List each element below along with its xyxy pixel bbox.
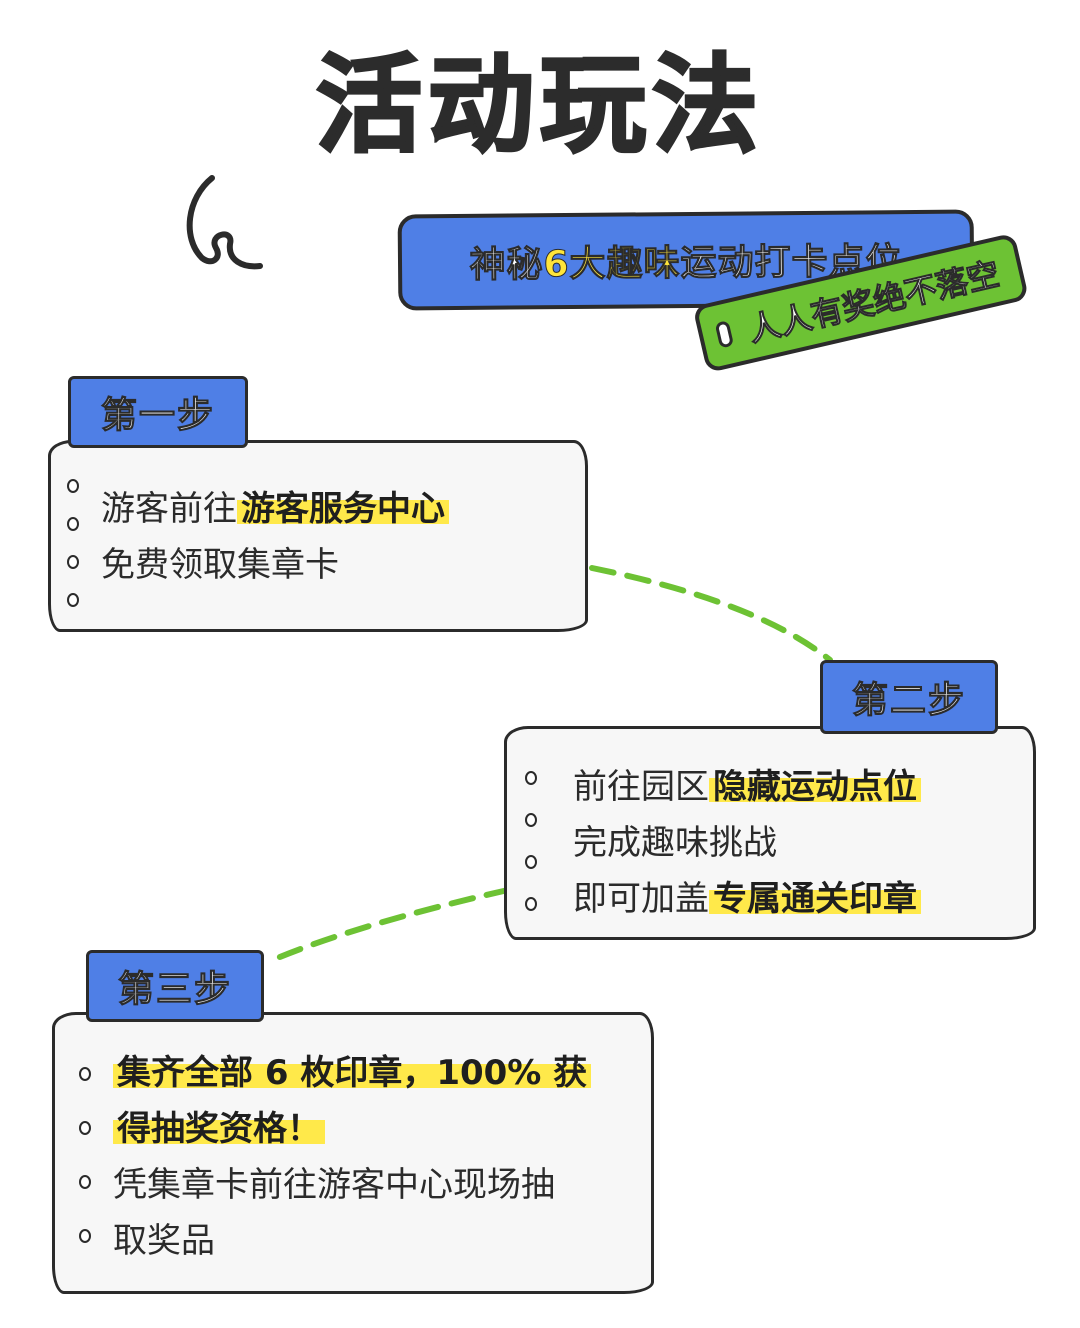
list-item: 取奖品 <box>113 1213 591 1269</box>
binder-hole-icon <box>67 593 79 607</box>
item-text: 完成趣味挑战 <box>573 823 777 863</box>
step1-content: 游客前往游客服务中心 免费领取集章卡 <box>101 481 449 593</box>
binder-hole-icon <box>67 479 79 493</box>
list-item: 完成趣味挑战 <box>573 815 921 871</box>
step3-card: 集齐全部 6 枚印章，100% 获 得抽奖资格！ 凭集章卡前往游客中心现场抽 取… <box>52 1012 654 1294</box>
page-title: 活动玩法 <box>315 44 764 167</box>
step3-content: 集齐全部 6 枚印章，100% 获 得抽奖资格！ 凭集章卡前往游客中心现场抽 取… <box>113 1045 592 1269</box>
step3-binder-holes <box>79 1067 91 1243</box>
connector-step1-step2 <box>589 565 833 663</box>
item-highlight: 隐藏运动点位 <box>709 767 921 807</box>
item-text: 取奖品 <box>113 1221 215 1261</box>
binder-hole-icon <box>525 855 537 869</box>
list-item: 即可加盖专属通关印章 <box>573 871 921 927</box>
list-item: 游客前往游客服务中心 <box>101 481 449 537</box>
step1-binder-holes <box>67 479 79 607</box>
binder-hole-icon <box>67 517 79 531</box>
binder-hole-icon <box>79 1067 91 1081</box>
item-highlight: 专属通关印章 <box>709 879 921 919</box>
item-highlight: 集齐全部 6 枚印章，100% 获 <box>113 1053 592 1093</box>
step1-card: 游客前往游客服务中心 免费领取集章卡 <box>48 440 588 632</box>
binder-hole-icon <box>79 1121 91 1135</box>
list-item: 凭集章卡前往游客中心现场抽 <box>113 1157 591 1213</box>
step1-label: 第一步 <box>68 376 248 448</box>
item-text: 前往园区 <box>573 767 709 807</box>
item-highlight: 游客服务中心 <box>237 489 449 529</box>
step2-card: 前往园区隐藏运动点位 完成趣味挑战 即可加盖专属通关印章 <box>504 726 1036 940</box>
list-item: 集齐全部 6 枚印章，100% 获 <box>113 1045 592 1101</box>
squiggle-decoration <box>186 175 263 270</box>
binder-hole-icon <box>525 771 537 785</box>
step3-label: 第三步 <box>86 950 264 1022</box>
item-text: 即可加盖 <box>573 879 709 919</box>
step2-binder-holes <box>525 771 537 911</box>
binder-hole-icon <box>525 897 537 911</box>
binder-hole-icon <box>79 1175 91 1189</box>
item-text: 免费领取集章卡 <box>101 545 339 585</box>
binder-hole-icon <box>525 813 537 827</box>
step2-label: 第二步 <box>820 660 998 734</box>
item-text: 游客前往 <box>101 489 237 529</box>
connector-step2-step3 <box>265 887 511 965</box>
item-highlight: 得抽奖资格！ <box>113 1109 325 1149</box>
list-item: 免费领取集章卡 <box>101 537 449 593</box>
list-item: 得抽奖资格！ <box>113 1101 591 1157</box>
binder-hole-icon <box>79 1229 91 1243</box>
item-text: 凭集章卡前往游客中心现场抽 <box>113 1165 555 1205</box>
step2-content: 前往园区隐藏运动点位 完成趣味挑战 即可加盖专属通关印章 <box>573 759 921 927</box>
list-item: 前往园区隐藏运动点位 <box>573 759 921 815</box>
binder-hole-icon <box>67 555 79 569</box>
